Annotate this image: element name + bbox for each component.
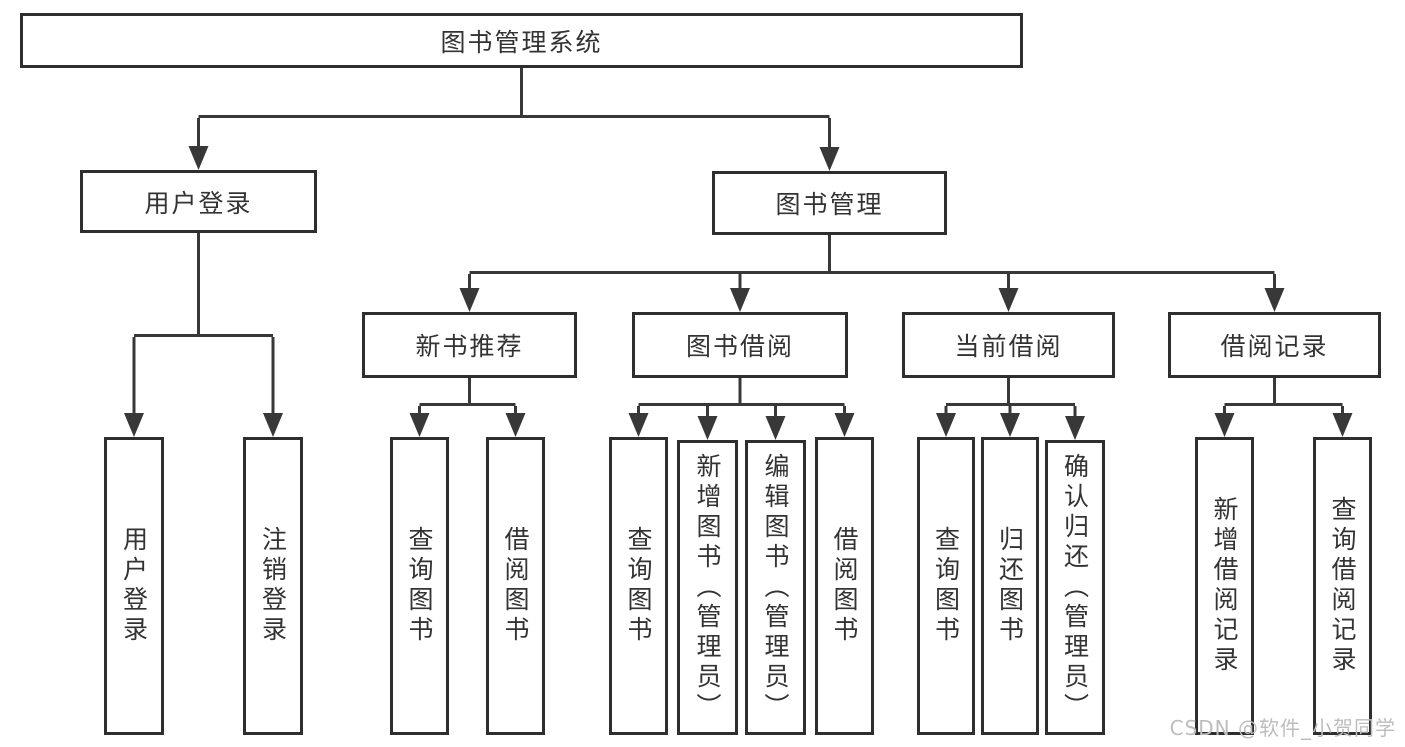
node-label: 图书管理 [775, 190, 884, 219]
leaf-newbook-borrow-books: 借阅图书 [486, 437, 545, 735]
node-label: 新增图书（管理员） [693, 452, 722, 723]
leaf-borrow-query-books: 查询图书 [609, 437, 668, 735]
node-book-borrowing: 图书借阅 [632, 312, 848, 378]
node-label: 借阅记录 [1220, 332, 1329, 361]
connector-borrow-record-children [1214, 378, 1353, 437]
connector-book-borrow-children [628, 378, 855, 440]
leaf-record-query-borrow-record: 查询借阅记录 [1313, 437, 1372, 735]
node-new-book-recommendation: 新书推荐 [362, 312, 577, 378]
node-label: 查询借阅记录 [1328, 496, 1357, 676]
connector-new-book-children [409, 378, 526, 437]
leaf-newbook-query-books: 查询图书 [390, 437, 449, 735]
node-label: 当前借阅 [954, 332, 1063, 361]
node-label: 图书管理系统 [440, 27, 603, 57]
node-label: 查询图书 [405, 526, 434, 646]
leaf-borrow-add-books-admin: 新增图书（管理员） [677, 440, 738, 735]
leaf-current-return-books: 归还图书 [981, 437, 1039, 735]
node-label: 查询图书 [931, 526, 961, 646]
connector-root-to-level2 [188, 68, 840, 171]
node-label: 借阅图书 [501, 526, 530, 646]
node-label: 新增借阅记录 [1210, 496, 1239, 676]
node-label: 归还图书 [995, 526, 1025, 646]
node-label: 用户登录 [119, 526, 149, 646]
node-label: 图书借阅 [685, 332, 794, 361]
node-current-borrowing: 当前借阅 [902, 312, 1115, 378]
node-label: 查询图书 [624, 526, 653, 646]
csdn-watermark: CSDN @软件_小贺同学 [1169, 716, 1396, 740]
connector-book-management-children [459, 234, 1285, 312]
connector-current-borrow-children [936, 378, 1085, 440]
node-label: 编辑图书（管理员） [761, 452, 790, 723]
leaf-borrow-borrow-books: 借阅图书 [815, 437, 874, 735]
leaf-current-query-books: 查询图书 [917, 437, 975, 735]
leaf-user-login: 用户登录 [104, 437, 164, 735]
leaf-borrow-edit-books-admin: 编辑图书（管理员） [745, 440, 806, 735]
leaf-record-add-borrow-record: 新增借阅记录 [1195, 437, 1254, 735]
connector-user-login-children [124, 233, 283, 437]
leaf-current-confirm-return-admin: 确认归还（管理员） [1045, 440, 1105, 735]
node-borrowing-records: 借阅记录 [1168, 312, 1381, 378]
node-label: 用户登录 [144, 188, 253, 218]
node-user-login: 用户登录 [80, 170, 317, 233]
node-label: 确认归还（管理员） [1060, 452, 1090, 723]
node-library-management-system: 图书管理系统 [20, 13, 1023, 68]
node-book-management: 图书管理 [712, 171, 947, 235]
node-label: 借阅图书 [830, 526, 859, 646]
node-label: 注销登录 [258, 526, 288, 646]
node-label: 新书推荐 [415, 332, 524, 361]
leaf-logout: 注销登录 [243, 437, 303, 735]
